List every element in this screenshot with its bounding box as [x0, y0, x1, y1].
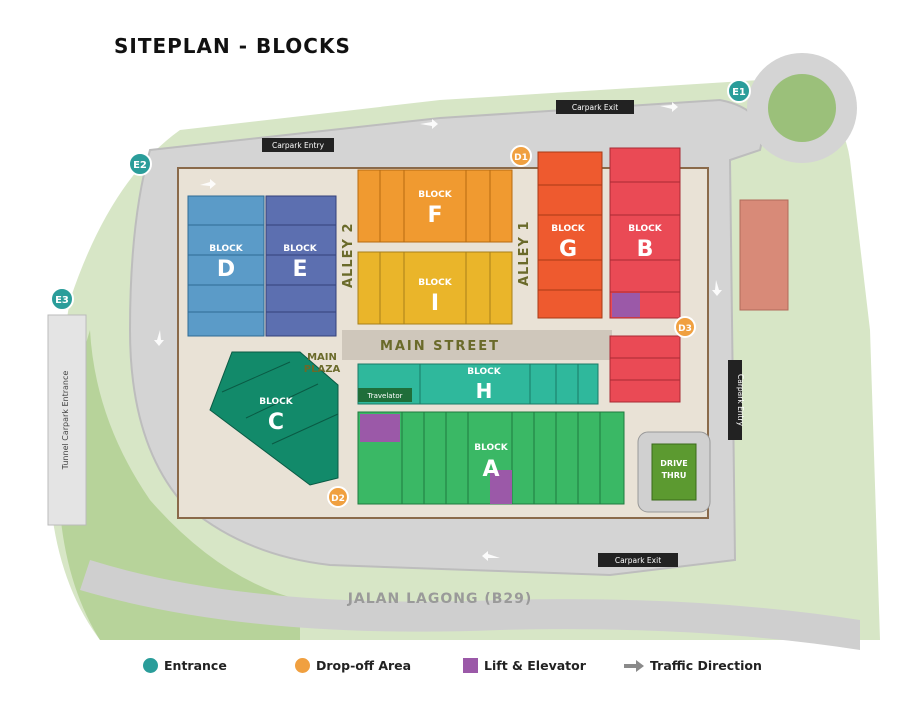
block-e[interactable]: BLOCK E [265, 195, 337, 337]
entrance-e3-label: E3 [55, 295, 69, 306]
carpark-entry-right-label: Carpark Entry [736, 374, 745, 427]
block-h-word: BLOCK [467, 367, 502, 377]
block-a[interactable]: BLOCK A [357, 411, 625, 505]
block-i-word: BLOCK [418, 278, 453, 288]
block-b-letter: B [637, 237, 654, 262]
travelator [358, 388, 412, 402]
landscape-left-green [58, 330, 300, 640]
dropoff-dot-icon [295, 658, 310, 673]
block-b-annex[interactable] [609, 335, 681, 403]
legend: Entrance Drop-off Area Lift & Elevator T… [0, 658, 904, 680]
block-e-word: BLOCK [283, 244, 318, 254]
block-b[interactable]: BLOCK B [609, 147, 681, 319]
block-e-letter: E [292, 257, 307, 282]
block-f-word: BLOCK [418, 190, 453, 200]
dropoff-d3[interactable]: D3 [674, 316, 696, 338]
carpark-exit-bottom-label: Carpark Exit [615, 556, 661, 565]
roundabout-island [768, 74, 836, 142]
lift-square-icon [463, 658, 478, 673]
alley-2-label: ALLEY 2 [341, 223, 356, 289]
legend-lift-label: Lift & Elevator [484, 658, 586, 673]
dropoff-d1-label: D1 [514, 153, 528, 163]
block-h[interactable]: Travelator BLOCK H [357, 363, 599, 405]
alley-1-label: ALLEY 1 [517, 221, 532, 287]
block-c-word: BLOCK [259, 397, 294, 407]
block-b-word: BLOCK [628, 224, 663, 234]
carpark-exit-bottom-sign[interactable]: Carpark Exit [598, 553, 678, 567]
block-f[interactable]: BLOCK F [357, 169, 513, 243]
dropoff-d3-label: D3 [678, 324, 692, 334]
lift-elevator-a-center [490, 470, 512, 504]
jalan-lagong-road [80, 560, 860, 650]
legend-traffic: Traffic Direction [624, 658, 762, 673]
block-g-letter: G [559, 237, 577, 262]
dropoff-d2-label: D2 [331, 494, 345, 504]
dropoff-d1[interactable]: D1 [510, 145, 532, 167]
block-i[interactable]: BLOCK I [357, 251, 513, 325]
block-g[interactable]: BLOCK G [537, 151, 603, 319]
lift-elevator-b [612, 293, 640, 317]
block-c-letter: C [268, 410, 284, 435]
tunnel-carpark-label: Tunnel Carpark Entrance [61, 371, 70, 471]
block-a-letter: A [482, 457, 499, 482]
block-d[interactable]: BLOCK D [187, 195, 265, 337]
carpark-exit-top-label: Carpark Exit [572, 103, 618, 112]
block-d-word: BLOCK [209, 244, 244, 254]
legend-entrance-label: Entrance [164, 658, 227, 673]
carpark-entry-right-sign[interactable]: Carpark Entry [728, 360, 745, 440]
main-plaza-line2: PLAZA [304, 364, 341, 375]
arrow-right-icon [624, 659, 644, 672]
block-a-word: BLOCK [474, 443, 509, 453]
block-c[interactable]: BLOCK C [209, 351, 339, 486]
traffic-arrows [154, 102, 722, 561]
dropoff-d2[interactable]: D2 [327, 486, 349, 508]
lift-elevator-a-left [360, 414, 400, 442]
neighbour-building [739, 199, 789, 311]
entrance-e1-label: E1 [732, 87, 746, 98]
travelator-label: Travelator [366, 392, 402, 400]
entrance-e3[interactable]: E3 [50, 287, 74, 311]
block-f-letter: F [427, 203, 442, 228]
entrance-e2-label: E2 [133, 160, 147, 171]
legend-dropoff: Drop-off Area [295, 658, 411, 673]
main-plaza-line1: MAIN [307, 352, 337, 363]
legend-lift: Lift & Elevator [463, 658, 586, 673]
legend-entrance: Entrance [143, 658, 227, 673]
carpark-entry-top-sign[interactable]: Carpark Entry [262, 138, 334, 152]
road-label: JALAN LAGONG (B29) [347, 591, 533, 607]
carpark-exit-top-sign[interactable]: Carpark Exit [556, 100, 634, 114]
drive-thru-line2: THRU [662, 471, 687, 480]
carpark-entry-top-label: Carpark Entry [272, 141, 325, 150]
entrance-e2[interactable]: E2 [128, 152, 152, 176]
legend-traffic-label: Traffic Direction [650, 658, 762, 673]
block-g-word: BLOCK [551, 224, 586, 234]
entrance-e1[interactable]: E1 [727, 79, 751, 103]
block-i-letter: I [431, 291, 439, 316]
entrance-dot-icon [143, 658, 158, 673]
block-d-letter: D [217, 257, 235, 282]
tunnel-strip [47, 314, 87, 526]
main-street-pavement [342, 330, 612, 360]
drive-thru-line1: DRIVE [660, 459, 687, 468]
page-title: SITEPLAN - BLOCKS [114, 34, 351, 58]
legend-dropoff-label: Drop-off Area [316, 658, 412, 673]
main-street-label: MAIN STREET [380, 339, 500, 354]
block-h-letter: H [476, 379, 493, 403]
drive-thru[interactable]: DRIVE THRU [637, 431, 711, 513]
